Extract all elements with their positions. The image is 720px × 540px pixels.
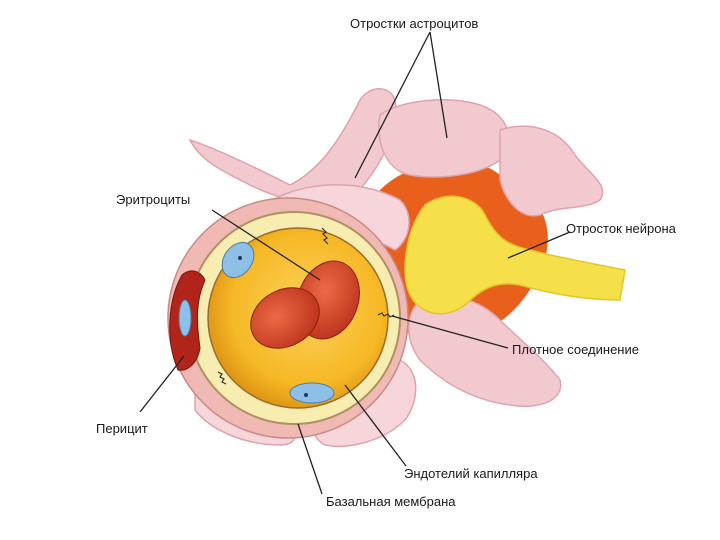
label-astrocyte-processes: Отростки астроцитов: [350, 16, 479, 31]
label-capillary-endothelium: Эндотелий капилляра: [404, 466, 538, 481]
leader-basement-membrane: [297, 423, 323, 495]
astrocyte-endfoot-right: [408, 295, 562, 407]
endothelial-nucleolus-bottom: [304, 393, 308, 397]
erythrocyte-front: [250, 287, 320, 349]
endothelial-nucleus-bottom: [289, 382, 335, 404]
tight-junction-top: [321, 227, 329, 245]
leader-pericyte: [139, 355, 185, 413]
endothelial-nucleolus-top: [238, 256, 242, 260]
tight-junction-right: [377, 312, 395, 318]
pericyte-nucleus: [178, 299, 192, 337]
label-neuron-process: Отросток нейрона: [566, 221, 676, 236]
label-tight-junction: Плотное соединение: [512, 342, 639, 357]
leader-lines: [139, 31, 571, 495]
leader-neuron: [507, 231, 571, 259]
label-basement-membrane: Базальная мембрана: [326, 494, 456, 509]
leader-erythrocytes: [211, 209, 321, 281]
leader-tight-junction: [391, 315, 509, 349]
label-pericyte: Перицит: [96, 421, 148, 436]
leader-astrocyte-right: [429, 31, 448, 139]
leader-endothelium: [344, 384, 407, 467]
astrocyte-process-top: [378, 99, 509, 178]
leader-astrocyte-left: [354, 31, 431, 179]
label-erythrocytes: Эритроциты: [116, 192, 191, 207]
endothelial-nucleus-top: [221, 241, 255, 279]
astrocyte-process-right: [499, 125, 604, 217]
tight-junction-left: [217, 371, 227, 385]
